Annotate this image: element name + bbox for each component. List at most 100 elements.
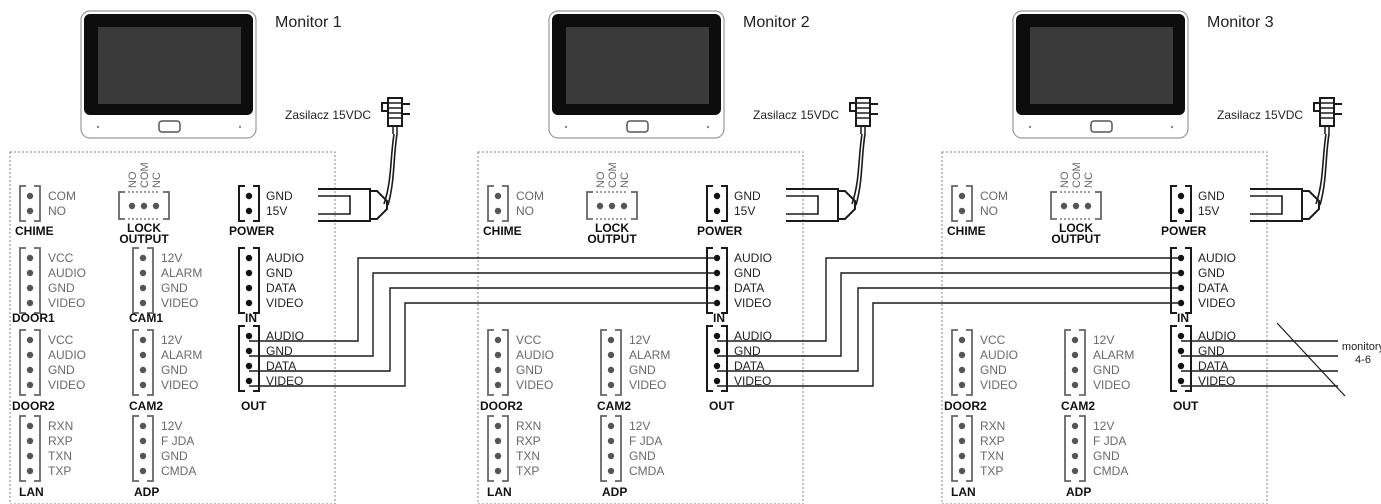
pin-dot	[1071, 381, 1079, 389]
door2-pin-label: VCC	[516, 333, 542, 347]
out-pin-label: GND	[734, 344, 761, 358]
bracket-left	[19, 329, 26, 396]
pin-dot	[245, 347, 253, 355]
lan-pin-label: RXN	[48, 419, 73, 433]
pin-dot	[139, 467, 147, 475]
pin-dot	[607, 437, 615, 445]
door2-pin-label: VIDEO	[48, 378, 85, 392]
out-pin-label: AUDIO	[734, 329, 772, 343]
bracket-right	[502, 329, 509, 396]
chime-label: CHIME	[947, 224, 986, 238]
lock-pin-label: NO	[595, 171, 607, 188]
pin-dot	[607, 467, 615, 475]
bracket-left	[706, 185, 713, 222]
bracket-left	[238, 325, 245, 392]
psu-body	[855, 97, 871, 127]
continuation-text: 4-6	[1355, 354, 1371, 366]
psu-label: Zasilacz 15VDC	[753, 108, 839, 122]
wire-gnd	[249, 272, 717, 357]
lock-pin-label: COM	[607, 162, 619, 188]
in-pin-label: AUDIO	[1198, 251, 1236, 265]
cam2-pin-label: GND	[1093, 363, 1120, 377]
pin-dot	[139, 437, 147, 445]
pin-dot	[1071, 351, 1079, 359]
door1-label: DOOR1	[12, 311, 55, 325]
lock-bracket	[586, 191, 638, 220]
adp-pin-label: 12V	[1093, 419, 1114, 433]
pin-dot	[596, 202, 604, 210]
pin-dot	[245, 377, 253, 385]
lock-bracket	[1050, 191, 1102, 220]
pin-dot	[607, 452, 615, 460]
indicator-dot	[96, 125, 100, 129]
lan-pin-label: RXN	[980, 419, 1005, 433]
power-pin-label: 15V	[266, 204, 287, 218]
door1-pin-label: VCC	[48, 251, 74, 265]
cam2-pin-label: ALARM	[629, 348, 670, 362]
home-button	[626, 120, 649, 133]
bracket-left	[951, 185, 958, 222]
indicator-dot	[1170, 125, 1174, 129]
lan-pin-label: RXP	[516, 434, 541, 448]
lan-label: LAN	[487, 485, 512, 499]
lan-pin-label: TXN	[516, 449, 540, 463]
pin-dot	[1177, 347, 1185, 355]
door2-pin-label: GND	[980, 363, 1007, 377]
cam2-pin-label: ALARM	[1093, 348, 1134, 362]
in-pin-label: GND	[1198, 266, 1225, 280]
adp-pin-label: GND	[629, 449, 656, 463]
pin-dot	[139, 284, 147, 292]
adp-label: ADP	[134, 485, 159, 499]
in-pin-label: VIDEO	[734, 296, 771, 310]
wire-video	[717, 302, 1181, 387]
pin-dot	[1071, 422, 1079, 430]
pin-dot	[26, 467, 34, 475]
psu-body	[387, 97, 403, 127]
pin-dot	[494, 467, 502, 475]
power-supply-icon	[786, 97, 878, 222]
pin-dot	[713, 207, 721, 215]
in-label: IN	[1177, 311, 1189, 325]
pin-dot	[494, 366, 502, 374]
bracket-right	[1079, 329, 1086, 396]
pin-dot	[140, 202, 148, 210]
pin-dot	[958, 366, 966, 374]
adp-label: ADP	[602, 485, 627, 499]
cam1-pin-label: 12V	[161, 251, 182, 265]
chime-label: CHIME	[483, 224, 522, 238]
lan-pin-label: TXP	[980, 464, 1003, 478]
psu-pins	[870, 103, 878, 115]
pin-dot	[713, 332, 721, 340]
monitor-screen	[1030, 27, 1173, 104]
pin-dot	[494, 452, 502, 460]
pin-dot	[607, 351, 615, 359]
bracket-left	[487, 329, 494, 396]
pin-dot	[26, 192, 34, 200]
bracket-right	[253, 247, 260, 314]
out-pin-label: DATA	[266, 359, 296, 373]
bracket-left	[132, 247, 139, 314]
monitor-device	[548, 10, 725, 139]
adp-label: ADP	[1066, 485, 1091, 499]
pin-dot	[1072, 202, 1080, 210]
lock-label: OUTPUT	[587, 232, 637, 246]
chime-pin-label: COM	[980, 189, 1008, 203]
door1-pin-label: AUDIO	[48, 266, 86, 280]
bracket-right	[147, 329, 154, 396]
power-pin-label: 15V	[734, 204, 755, 218]
door2-pin-label: GND	[516, 363, 543, 377]
bracket-left	[1170, 247, 1177, 314]
unit-boundary	[941, 151, 1268, 504]
pin-dot	[1177, 377, 1185, 385]
